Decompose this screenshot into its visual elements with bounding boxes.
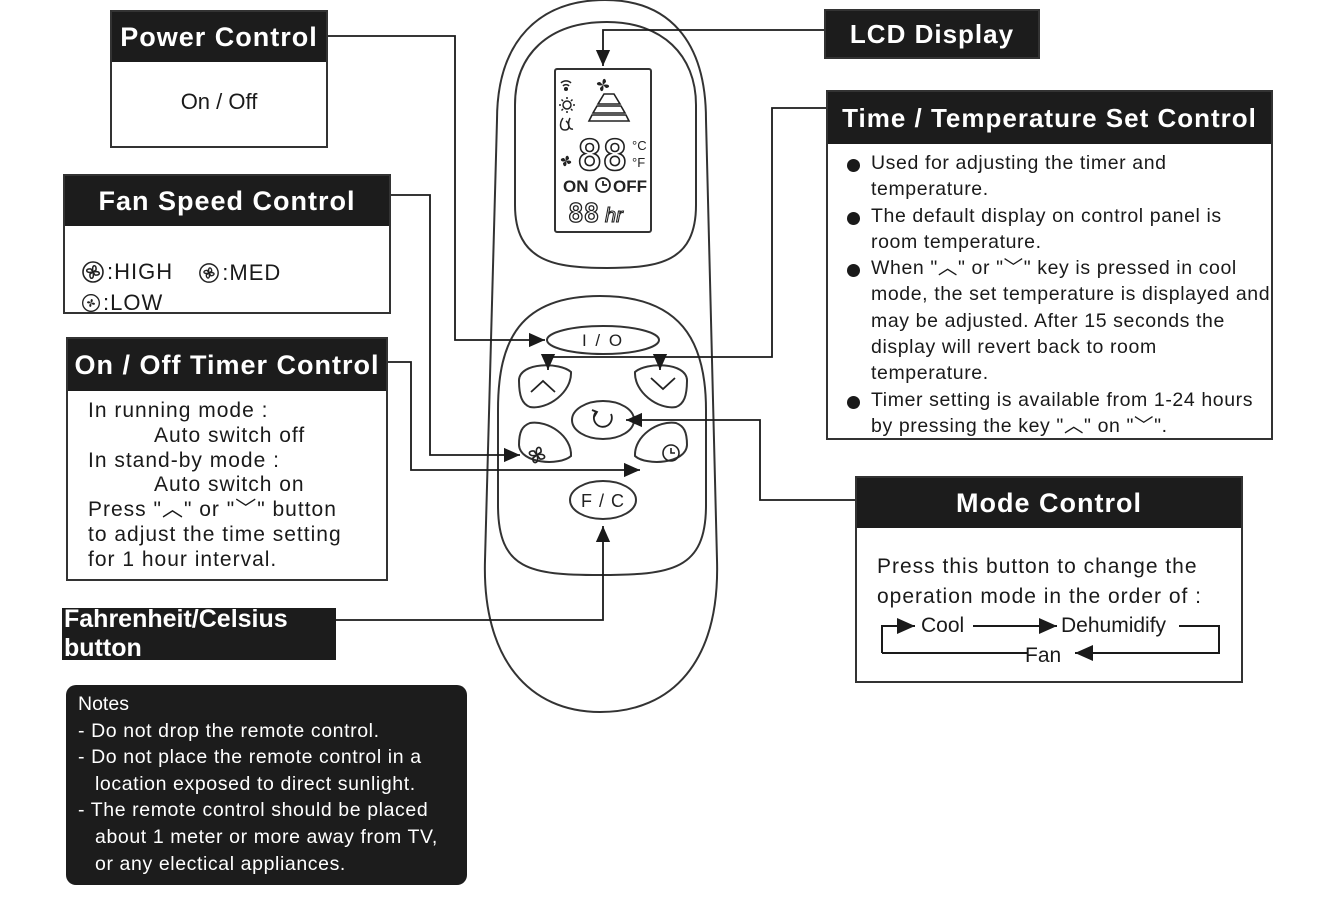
up-button[interactable] xyxy=(517,364,573,409)
time-temp-box: Time / Temperature Set Control Used for … xyxy=(826,90,1273,440)
mode-control-box: Mode Control Press this button to change… xyxy=(855,476,1243,683)
fc-button[interactable]: F / C xyxy=(569,480,637,520)
timer-control-box: On / Off Timer Control In running mode :… xyxy=(66,337,388,581)
notes-title: Notes xyxy=(78,693,129,715)
fan-med-label: :MED xyxy=(222,260,282,285)
svg-text:I / O: I / O xyxy=(582,331,624,350)
fan-med: :MED xyxy=(198,260,281,286)
mode-control-title: Mode Control xyxy=(857,478,1241,528)
mode-cycle-icon xyxy=(591,409,613,428)
time-temp-item: Used for adjusting the timer and tempera… xyxy=(844,150,1271,203)
time-temp-item-text: The default display on control panel is … xyxy=(871,204,1222,253)
lcd-off-label: OFF xyxy=(613,177,647,196)
fan-speed-box: Fan Speed Control :HIGH :MED xyxy=(63,174,391,315)
fc-button-label: Fahrenheit/Celsius button xyxy=(62,605,336,662)
sun-icon xyxy=(559,97,575,113)
time-temp-item: The default display on control panel is … xyxy=(844,203,1271,256)
mode-control-desc: Press this button to change the operatio… xyxy=(877,555,1203,608)
timer-line: In running mode : xyxy=(88,399,269,422)
power-control-title: Power Control xyxy=(112,12,326,62)
leader-lines xyxy=(328,29,855,621)
mode-fan: Fan xyxy=(1025,644,1061,667)
fan-high-icon xyxy=(82,261,104,283)
mode-cycle-diagram: Cool Dehumidify Fan xyxy=(881,614,1220,667)
lcd-on-label: ON xyxy=(563,177,589,196)
power-button[interactable]: I / O xyxy=(546,325,660,355)
time-temp-item: Timer setting is available from 1-24 hou… xyxy=(844,387,1271,440)
mode-button[interactable] xyxy=(571,400,635,440)
time-temp-item: When "︿" or "﹀" key is pressed in cool m… xyxy=(844,255,1271,386)
power-control-box: Power Control On / Off xyxy=(110,10,328,148)
signal-icon xyxy=(560,80,572,92)
bullet-icon xyxy=(847,211,860,225)
time-temp-item-text: When "︿" or "﹀" key is pressed in cool m… xyxy=(871,257,1271,385)
fan-speed-bars-icon xyxy=(587,93,631,122)
lcd-hr-label: hr xyxy=(605,205,624,227)
power-control-desc: On / Off xyxy=(180,89,258,114)
fan-high-label: :HIGH xyxy=(107,259,174,284)
fan-low: :LOW xyxy=(81,290,163,316)
timer-line: to adjust the time setting xyxy=(88,522,342,546)
timer-control-title: On / Off Timer Control xyxy=(68,339,386,391)
fan-low-icon xyxy=(82,294,100,312)
lcd-clock-icon xyxy=(595,177,611,193)
clock-icon xyxy=(662,444,680,462)
timer-button[interactable] xyxy=(633,421,689,463)
timer-line: In stand-by mode : xyxy=(88,448,280,472)
lcd-screen xyxy=(554,68,652,233)
fan-speed-levels: :HIGH :MED :LOW xyxy=(65,226,389,319)
fan-button[interactable] xyxy=(517,421,573,464)
lcd-celsius: °C xyxy=(632,138,647,153)
timer-line: for 1 hour interval. xyxy=(88,547,278,571)
lcd-fan-small-icon xyxy=(560,155,572,167)
lcd-hr-digits: 88 xyxy=(568,199,599,229)
note-item: - The remote control should be placed ab… xyxy=(78,799,438,875)
fan-low-label: :LOW xyxy=(103,290,164,315)
bullet-icon xyxy=(847,159,860,172)
timer-line: Auto switch off xyxy=(154,423,306,447)
time-temp-item-text: Used for adjusting the timer and tempera… xyxy=(871,152,1167,201)
bullet-icon xyxy=(847,264,860,278)
time-temp-item-text: Timer setting is available from 1-24 hou… xyxy=(871,388,1254,437)
drop-icon xyxy=(559,117,574,131)
mode-cool: Cool xyxy=(921,614,964,637)
time-temp-title: Time / Temperature Set Control xyxy=(828,92,1271,144)
bullet-icon xyxy=(847,395,860,409)
timer-line: Auto switch on xyxy=(154,473,305,497)
chevron-down-icon xyxy=(650,377,676,391)
fan-med-icon xyxy=(199,263,220,283)
fan-speed-title: Fan Speed Control xyxy=(65,176,389,226)
fan-icon xyxy=(528,446,546,464)
lcd-fahrenheit: °F xyxy=(632,155,645,170)
lcd-temp-digits: 88 xyxy=(577,131,628,180)
notes-box: Notes - Do not drop the remote control. … xyxy=(66,685,467,885)
svg-text:F / C: F / C xyxy=(581,491,625,511)
note-item: - Do not drop the remote control. xyxy=(78,719,380,742)
timer-control-desc: In running mode : Auto switch off In sta… xyxy=(68,391,386,573)
note-item: - Do not place the remote control in a l… xyxy=(78,746,422,795)
mode-dehumidify: Dehumidify xyxy=(1061,614,1167,637)
chevron-up-icon xyxy=(530,379,556,393)
lcd-fan-icon xyxy=(596,78,610,92)
time-temp-list: Used for adjusting the timer and tempera… xyxy=(828,144,1271,439)
lcd-display-label: LCD Display xyxy=(824,9,1040,59)
timer-line: Press "︿" or "﹀" button xyxy=(88,498,337,522)
fan-high: :HIGH xyxy=(81,259,173,285)
